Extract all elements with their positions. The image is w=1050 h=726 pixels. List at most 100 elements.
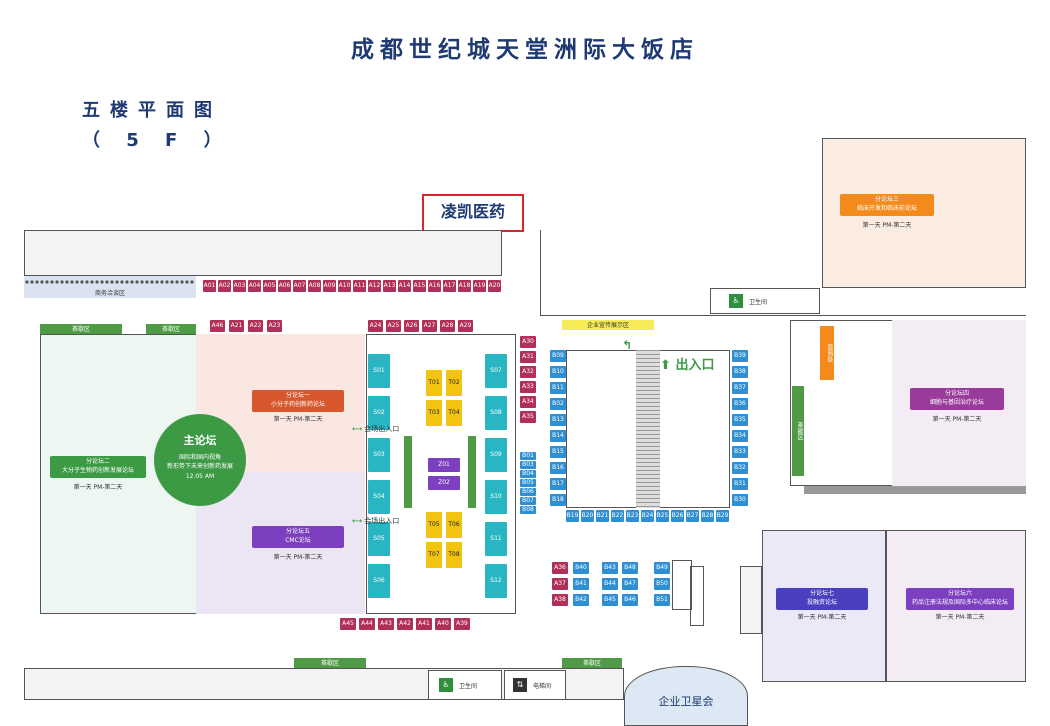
seat-dot: [180, 280, 184, 284]
seat-dot: [30, 280, 34, 284]
booth-a08: A08: [308, 280, 321, 292]
subforum-3-topic: 临床开发和临床前论坛: [856, 205, 917, 212]
tea-break-area: 茶歇区: [146, 324, 196, 334]
main-forum-line2: 新形势下未来创新药发展: [166, 463, 233, 470]
booth-b19: B19: [566, 510, 579, 522]
booth-b02: B02: [550, 398, 566, 410]
subforum-1-badge: 分论坛一 小分子药创新药论坛: [252, 390, 344, 412]
company-callout: 凌凯医药: [422, 194, 524, 232]
booth-b16: B16: [550, 462, 566, 474]
booth-a28: A28: [440, 320, 455, 332]
booth-s12: S12: [485, 564, 507, 598]
seat-dot: [50, 280, 54, 284]
booth-b20: B20: [581, 510, 594, 522]
booth-b35: B35: [732, 414, 748, 426]
restroom-top: ♿ 卫生间: [710, 288, 820, 314]
booth-b28: B28: [701, 510, 714, 522]
booth-a41: A41: [416, 618, 432, 630]
subforum-1-day: 第一天 PM-第二天: [273, 416, 323, 423]
booth-t02: T02: [446, 370, 462, 396]
booth-a20: A20: [488, 280, 501, 292]
subforum-3-name: 分论坛三: [874, 196, 899, 203]
booth-s11: S11: [485, 522, 507, 556]
booth-b29: B29: [716, 510, 729, 522]
booth-a31: A31: [520, 351, 536, 363]
booth-a22: A22: [248, 320, 263, 332]
booth-a07: A07: [293, 280, 306, 292]
booth-a39: A39: [454, 618, 470, 630]
double-arrow-icon: ⟷: [352, 517, 363, 525]
north-wing: [540, 230, 1026, 316]
booth-a19: A19: [473, 280, 486, 292]
booth-a45: A45: [340, 618, 356, 630]
booth-a32: A32: [520, 366, 536, 378]
satellite-meeting: 企业卫星会: [624, 666, 748, 726]
main-forum: 主论坛 国际和国内视角 新形势下未来创新药发展 12.05 AM: [154, 414, 246, 506]
booth-a27: A27: [422, 320, 437, 332]
seat-dot: [90, 280, 94, 284]
booth-b03: B03: [520, 461, 536, 469]
seat-dot: [25, 280, 29, 284]
booth-b10: B10: [550, 366, 566, 378]
booth-a02: A02: [218, 280, 231, 292]
booth-a38: A38: [552, 594, 568, 606]
seat-dot: [100, 280, 104, 284]
seat-dot: [125, 280, 129, 284]
booth-a06: A06: [278, 280, 291, 292]
booth-b32: B32: [732, 462, 748, 474]
booth-a26: A26: [404, 320, 419, 332]
booth-a23: A23: [267, 320, 282, 332]
booth-s01: S01: [368, 354, 390, 388]
booth-a34: A34: [520, 396, 536, 408]
booth-b09: B09: [550, 350, 566, 362]
booth-t04: T04: [446, 400, 462, 426]
up-arrow-icon: ⬆: [660, 358, 671, 373]
subforum-7-badge: 分论坛七 投融资论坛: [776, 588, 868, 610]
booth-b34: B34: [732, 430, 748, 442]
booth-s02: S02: [368, 396, 390, 430]
booth-b31: B31: [732, 478, 748, 490]
subforum-6-topic: 药品注册法规及国际多中心临床论坛: [911, 599, 1008, 606]
booth-s06: S06: [368, 564, 390, 598]
booth-a37: A37: [552, 578, 568, 590]
booth-a33: A33: [520, 381, 536, 393]
tea-break-area: 茶歇区: [40, 324, 122, 334]
elevator-label: 电梯间: [533, 683, 552, 690]
seat-dot: [75, 280, 79, 284]
booth-s03: S03: [368, 438, 390, 472]
exhibit-hall: [366, 334, 516, 614]
storage-room: [672, 560, 692, 610]
subforum-4-topic: 细胞与基因治疗论坛: [929, 399, 984, 406]
seat-dot: [110, 280, 114, 284]
venue-title: 成都世纪城天堂洲际大饭店: [351, 37, 699, 63]
booth-b42: B42: [573, 594, 589, 606]
double-arrow-icon: ⟷: [352, 425, 363, 433]
seat-dot: [45, 280, 49, 284]
booth-s04: S04: [368, 480, 390, 514]
seat-dot: [85, 280, 89, 284]
booth-t03: T03: [426, 400, 442, 426]
booth-b06: B06: [520, 488, 536, 496]
seat-dot: [175, 280, 179, 284]
staircase: [636, 350, 660, 508]
booth-a13: A13: [383, 280, 396, 292]
restroom-label: 卫生间: [459, 683, 478, 690]
subforum-4-badge: 分论坛四 细胞与基因治疗论坛: [910, 388, 1004, 410]
tea-break-area: 茶歇区: [562, 658, 622, 668]
booth-b47: B47: [622, 578, 638, 590]
booth-b18: B18: [550, 494, 566, 506]
booth-b25: B25: [656, 510, 669, 522]
booth-a21: A21: [229, 320, 244, 332]
booth-b38: B38: [732, 366, 748, 378]
booth-t06: T06: [446, 512, 462, 538]
booth-a18: A18: [458, 280, 471, 292]
booth-b04: B04: [520, 470, 536, 478]
subforum-3-day: 第一天 PM-第二天: [862, 222, 912, 229]
seat-dot: [170, 280, 174, 284]
booth-b24: B24: [641, 510, 654, 522]
